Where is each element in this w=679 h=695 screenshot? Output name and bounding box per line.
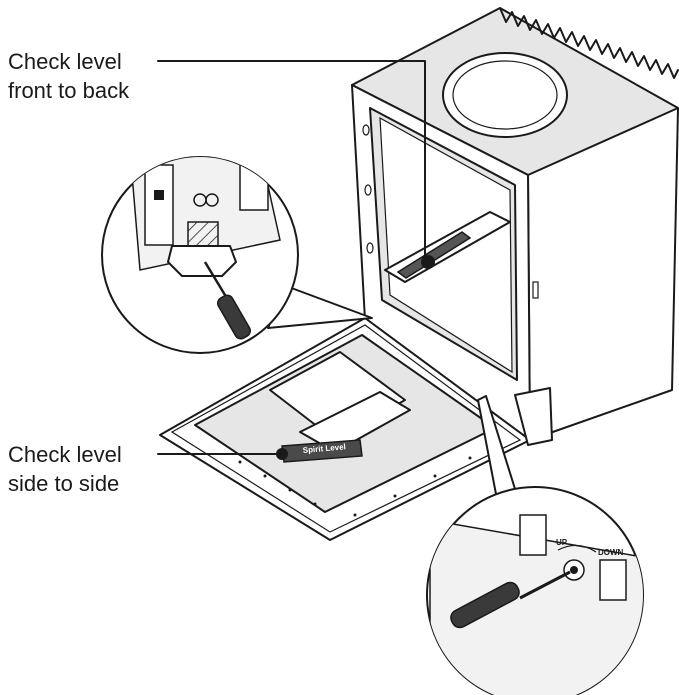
top-circle-outer bbox=[442, 52, 568, 138]
callout-front-to-back: Check level front to back bbox=[8, 49, 130, 103]
callout-line-front-to-back bbox=[157, 60, 426, 259]
zoom-circle-front-foot bbox=[101, 156, 373, 354]
callout-front-to-back-line2: front to back bbox=[8, 78, 130, 103]
level-bar-rail bbox=[396, 231, 472, 279]
adjust-arrow bbox=[557, 544, 597, 553]
screwdriver-handle bbox=[217, 294, 251, 340]
adjust-up-label: UP bbox=[556, 538, 568, 547]
top-serration bbox=[499, 7, 679, 79]
door-hinge bbox=[514, 387, 553, 446]
spirit-level-marker bbox=[276, 448, 288, 460]
callout-side-to-side-line2: side to side bbox=[8, 471, 119, 496]
adjust-down-label: DOWN bbox=[598, 548, 624, 557]
zoom-circle-rear-adjust: UP DOWN bbox=[426, 395, 644, 695]
leveling-foot-nut bbox=[167, 245, 237, 277]
top-circle-inner bbox=[452, 60, 558, 130]
callout-front-to-back-line1: Check level bbox=[8, 49, 122, 74]
spirit-level-label: Spirit Level bbox=[302, 442, 346, 455]
screwdriver-handle-2 bbox=[450, 581, 520, 629]
spirit-level-tool: Spirit Level bbox=[276, 439, 363, 463]
callout-side-to-side: Check level side to side bbox=[8, 442, 122, 496]
level-marker-dot bbox=[421, 255, 435, 269]
callout-side-to-side-line1: Check level bbox=[8, 442, 122, 467]
